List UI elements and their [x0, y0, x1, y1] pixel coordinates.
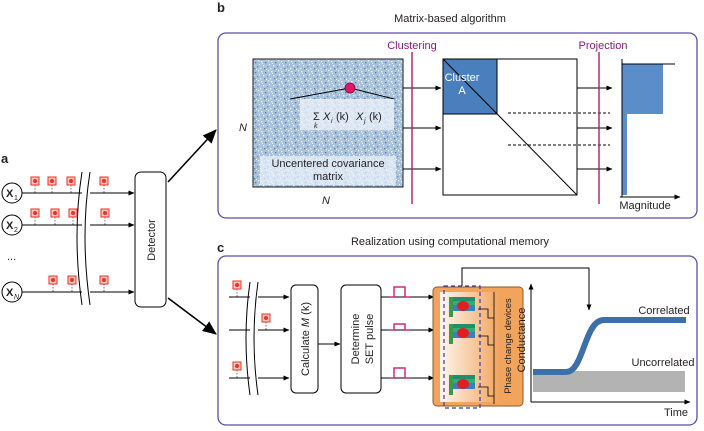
formula-i-sub: i	[331, 118, 333, 125]
formula-callout-right	[349, 87, 395, 100]
matrix-element-marker	[344, 82, 356, 94]
magnitude-bar-rest	[622, 114, 627, 195]
time-label: Time	[664, 407, 688, 419]
phase-change-device	[449, 375, 475, 395]
uncorrelated-band	[533, 371, 685, 392]
spike-dot	[70, 278, 74, 282]
input-x2-symbol: X	[6, 220, 14, 232]
spike-dot	[235, 364, 239, 368]
feedback-arrow	[461, 267, 592, 311]
spike-dot	[103, 211, 107, 215]
cluster-a-label-line2: A	[458, 85, 466, 97]
spike-train-lines	[22, 171, 112, 306]
spike-dot	[33, 211, 37, 215]
calculate-label: Calculate M (k)	[300, 302, 312, 376]
correlated-label: Correlated	[638, 305, 689, 317]
formula-callout-left	[289, 87, 351, 100]
panel-c: c Realization using computational memory…	[217, 236, 698, 426]
magnitude-label: Magnitude	[619, 200, 670, 212]
determine-label-line2: SET pulse	[364, 314, 376, 365]
phase-change-device	[449, 324, 475, 344]
phase-change-device-array: Phase change devices	[432, 285, 524, 409]
covariance-matrix-label-line1: Uncentered covariance	[271, 158, 384, 170]
spike-dot	[69, 179, 73, 183]
magnitude-bar-cluster	[622, 64, 663, 114]
panel-b-title: Matrix-based algorithm	[394, 13, 506, 25]
input-xn-symbol: X	[6, 287, 14, 299]
correlated-curve	[533, 317, 686, 375]
input-xn: X N	[1, 281, 23, 303]
panel-a: a X 1 X 2 ... X N	[1, 129, 217, 335]
phase-change-device	[449, 297, 475, 317]
covariance-matrix-label-line2: matrix	[313, 171, 343, 183]
panel-c-spike-lines	[229, 281, 290, 396]
clustering-label: Clustering	[387, 40, 437, 52]
formula-xj: X	[355, 111, 364, 123]
input-x2-sub: 2	[14, 227, 18, 234]
spike-dot	[71, 211, 75, 215]
panel-a-letter: a	[1, 151, 9, 166]
formula-k1: (k)	[336, 111, 349, 123]
spike-dot	[264, 316, 268, 320]
input-x1-symbol: X	[6, 188, 14, 200]
covariance-formula: Σ k X i (k) X j (k)	[313, 111, 382, 130]
pulse-large-1	[389, 286, 410, 298]
detector-box: Detector	[134, 171, 167, 308]
formula-xi: X	[322, 111, 331, 123]
panel-c-spikes	[232, 280, 271, 378]
input-x1: X 1	[1, 182, 23, 204]
input-x2: X 2	[1, 214, 23, 236]
input-xn-sub: N	[14, 294, 20, 301]
panel-b-frame	[217, 32, 698, 219]
conductance-plot: Conductance Time Correlated Uncorrelated	[516, 283, 695, 419]
devices-label: Phase change devices	[503, 298, 514, 394]
spike-dot	[102, 179, 106, 183]
spike-dot	[102, 278, 106, 282]
detector-input-arrows	[112, 190, 135, 295]
detector-label: Detector	[146, 219, 158, 261]
formula-j-sub: j	[363, 118, 366, 125]
panel-c-title: Realization using computational memory	[351, 236, 550, 248]
magnitude-plot: Magnitude	[619, 59, 681, 212]
set-pulses	[381, 286, 435, 381]
panel-b-letter: b	[217, 0, 225, 15]
panel-c-letter: c	[217, 240, 224, 255]
matrix-diagonal	[442, 58, 578, 196]
input-x1-sub: 1	[14, 195, 18, 202]
formula-box	[300, 99, 394, 130]
determine-set-pulse-box: Determine SET pulse	[340, 284, 382, 394]
formula-k2: (k)	[369, 111, 382, 123]
projection-arrows	[577, 85, 613, 172]
matrix-cols-label: N	[322, 195, 330, 207]
conductance-label: Conductance	[516, 308, 528, 373]
spike-dot	[50, 179, 54, 183]
matrix-rows-label: N	[239, 122, 247, 134]
panel-c-frame	[217, 255, 698, 426]
spike-dot	[51, 278, 55, 282]
panel-a-spikes	[30, 176, 110, 292]
inputs-ellipsis: ...	[7, 251, 16, 263]
determine-label-line1: Determine	[350, 314, 362, 365]
uncorrelated-label: Uncorrelated	[632, 357, 695, 369]
arrow-to-panel-c	[167, 297, 217, 335]
pulse-large-2	[389, 367, 410, 379]
matrix-to-cluster-arrows	[403, 85, 442, 172]
formula-sum-index: k	[314, 123, 318, 130]
spike-dot	[235, 283, 239, 287]
spike-dot	[53, 211, 57, 215]
covariance-matrix-label-bg	[260, 156, 396, 185]
cluster-a-label-line1: Cluster	[445, 72, 480, 84]
pulse-small	[389, 323, 410, 331]
arrow-to-panel-b	[167, 129, 217, 183]
projection-label: Projection	[579, 40, 628, 52]
calculate-box: Calculate M (k)	[290, 284, 319, 394]
formula-sigma: Σ	[313, 111, 320, 123]
spike-dot	[33, 179, 37, 183]
panel-b: b Matrix-based algorithm Uncentered cova…	[217, 0, 698, 219]
